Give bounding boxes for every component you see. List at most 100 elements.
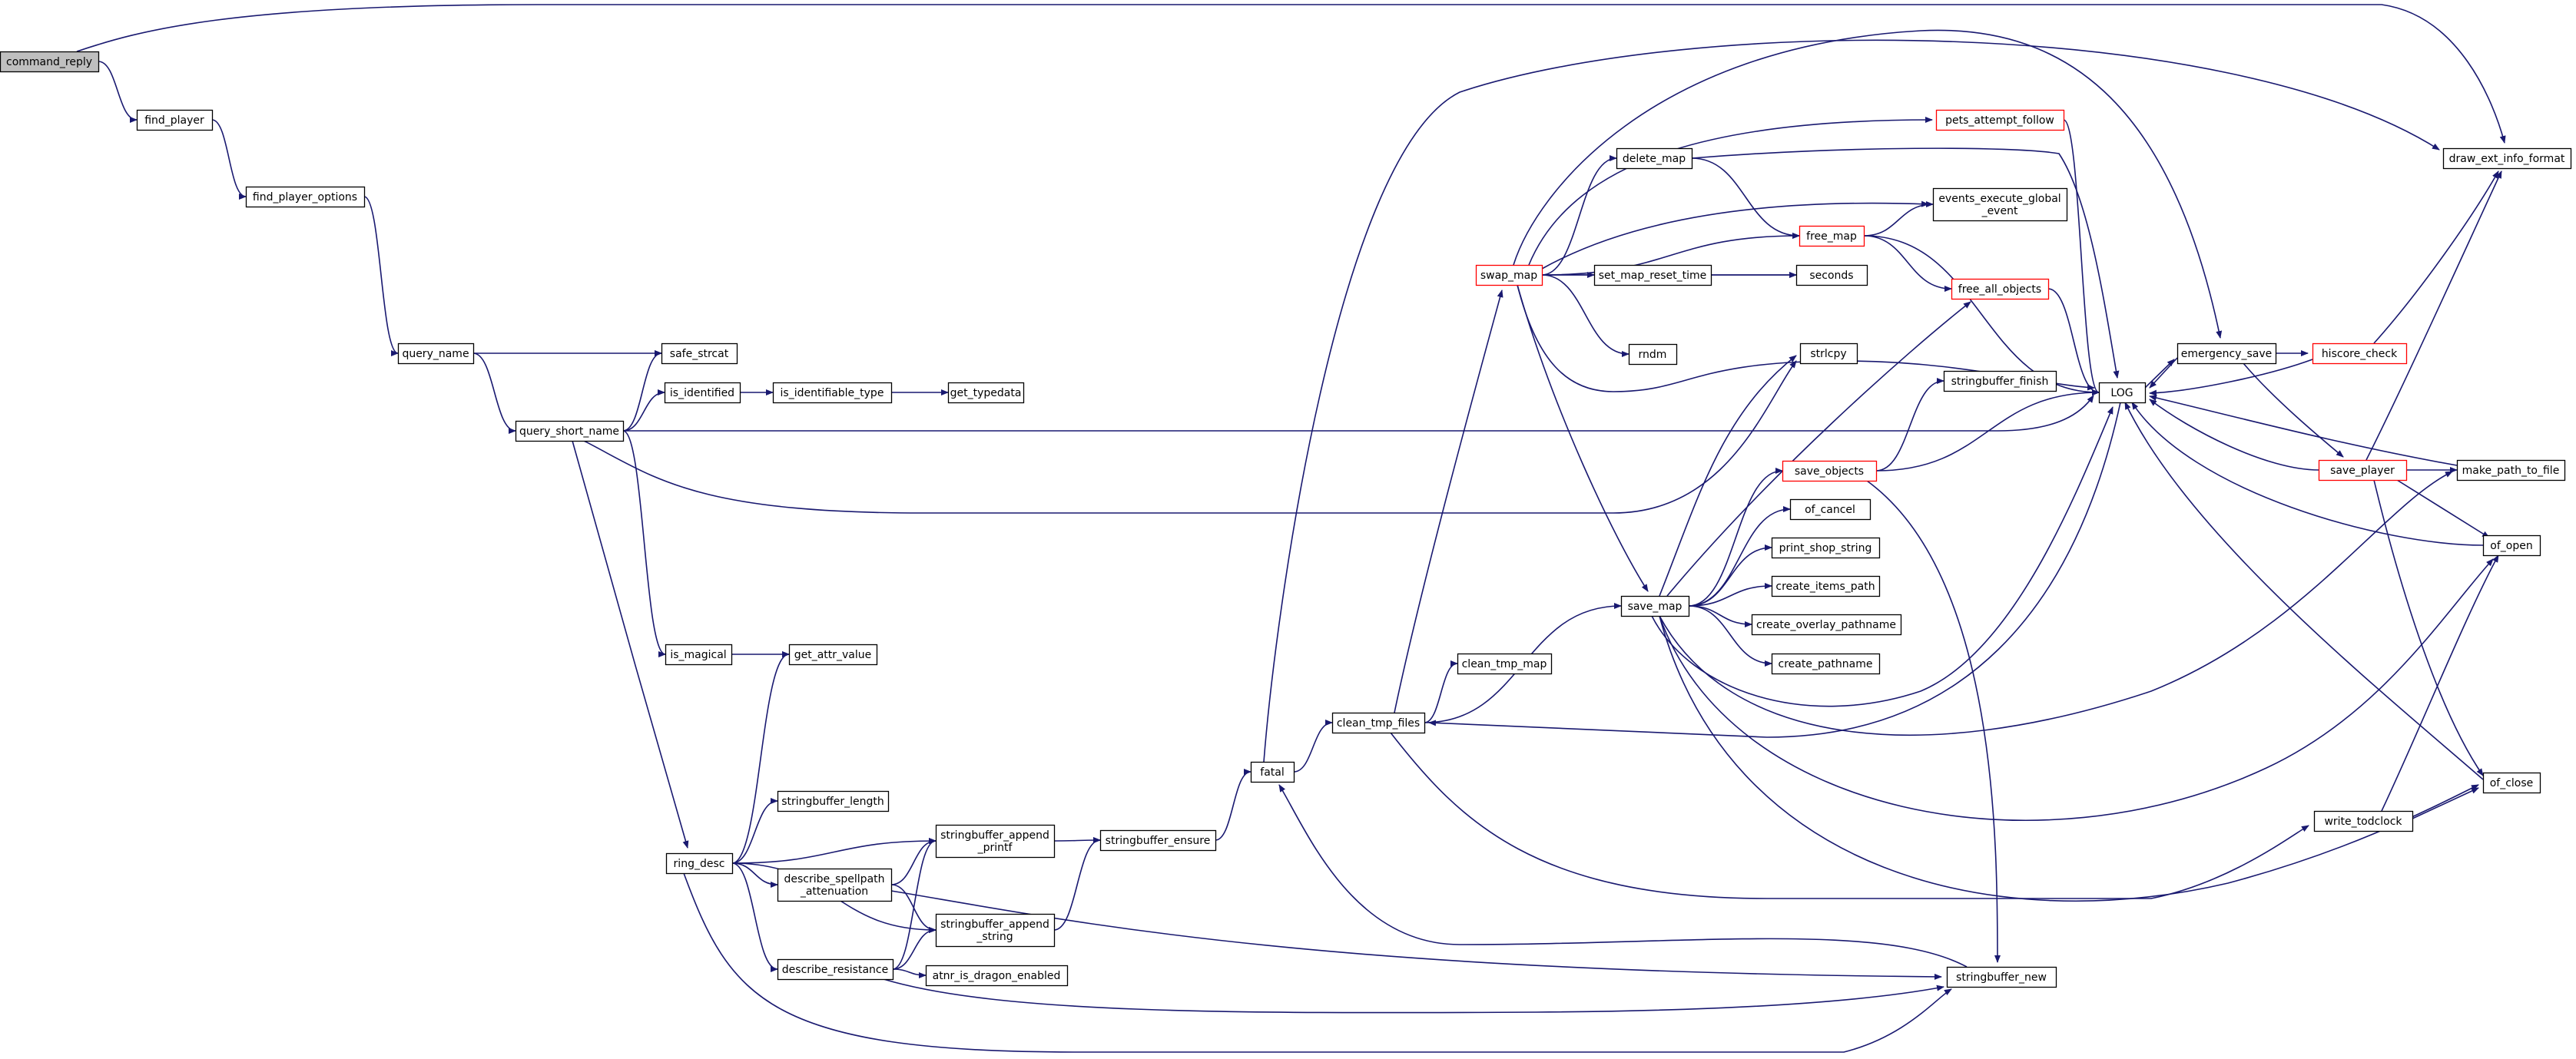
node-get-attr-value[interactable]: get_attr_value <box>788 644 878 666</box>
node-create-overlay-pathname[interactable]: create_overlay_pathname <box>1751 614 1902 636</box>
node-command-reply[interactable]: command_reply <box>0 51 100 73</box>
node-events-execute-global-event[interactable]: events_execute_global_event <box>1932 187 2068 222</box>
node-clean-tmp-files[interactable]: clean_tmp_files <box>1331 712 1426 734</box>
node-label: clean_tmp_map <box>1462 658 1547 670</box>
node-ring-desc[interactable]: ring_desc <box>665 852 734 875</box>
node-atnr-is-dragon-enabled[interactable]: atnr_is_dragon_enabled <box>925 965 1069 987</box>
node-fatal[interactable]: fatal <box>1250 761 1295 783</box>
node-label: safe_strcat <box>670 348 729 360</box>
node-stringbuffer-finish[interactable]: stringbuffer_finish <box>1943 370 2057 392</box>
edge-save-map-to-create-pathname <box>1688 605 1772 667</box>
node-box <box>2482 534 2541 557</box>
node-box <box>777 868 893 902</box>
node-print-shop-string[interactable]: print_shop_string <box>1771 537 1881 559</box>
node-find-player[interactable]: find_player <box>136 109 214 131</box>
edge-ring-desc-to-get-attr-value <box>731 651 790 864</box>
edge-stringbuffer-append-string-to-stringbuffer-ensure <box>1053 837 1101 931</box>
edge-query-short-name-to-ring-desc <box>572 440 689 849</box>
edge-swap-map-to-rndm <box>1541 274 1629 357</box>
edge-pets-attempt-follow-to-log <box>2063 119 2100 395</box>
node-box <box>0 51 100 73</box>
node-label: command_reply <box>6 56 92 68</box>
node-box <box>661 343 738 365</box>
node-box <box>2177 343 2277 365</box>
node-pets-attempt-follow[interactable]: pets_attempt_follow <box>1935 109 2065 131</box>
node-delete-map[interactable]: delete_map <box>1616 147 1693 170</box>
node-log[interactable]: LOG <box>2098 382 2147 404</box>
node-get-typedata[interactable]: get_typedata <box>947 382 1025 404</box>
edge-save-player-to-draw-ext-info-format <box>2365 170 2502 461</box>
node-strlcpy[interactable]: strlcpy <box>1799 343 1858 365</box>
node-find-player-options[interactable]: find_player_options <box>245 186 366 208</box>
edge-swap-map-to-events-execute-global-event <box>1541 200 1929 270</box>
node-write-todclock[interactable]: write_todclock <box>2313 810 2414 832</box>
node-stringbuffer-ensure[interactable]: stringbuffer_ensure <box>1099 829 1217 852</box>
node-hiscore-check[interactable]: hiscore_check <box>2312 343 2408 365</box>
node-describe-resistance[interactable]: describe_resistance <box>777 958 894 981</box>
node-create-items-path[interactable]: create_items_path <box>1771 575 1881 597</box>
node-stringbuffer-append-printf[interactable]: stringbuffer_append_printf <box>935 824 1056 859</box>
node-box <box>1935 109 2065 131</box>
node-swap-map[interactable]: swap_map <box>1475 264 1543 286</box>
node-save-objects[interactable]: save_objects <box>1782 460 1878 482</box>
node-label: stringbuffer_append <box>940 829 1049 842</box>
node-label: describe_spellpath <box>784 873 884 885</box>
node-of-close[interactable]: of_close <box>2482 772 2541 794</box>
node-is-identified[interactable]: is_identified <box>664 382 741 404</box>
node-label: query_name <box>402 348 469 360</box>
node-draw-ext-info-format[interactable]: draw_ext_info_format <box>2442 147 2572 170</box>
node-describe-spellpath-attenuation[interactable]: describe_spellpath_attenuation <box>777 868 893 902</box>
node-rndm[interactable]: rndm <box>1628 343 1678 366</box>
node-emergency-save[interactable]: emergency_save <box>2177 343 2277 365</box>
node-label: swap_map <box>1480 270 1537 282</box>
node-safe-strcat[interactable]: safe_strcat <box>661 343 738 365</box>
edge-query-short-name-to-is-magical <box>622 430 666 657</box>
node-make-path-to-file[interactable]: make_path_to_file <box>2456 459 2566 482</box>
node-stringbuffer-length[interactable]: stringbuffer_length <box>777 790 890 812</box>
node-is-magical[interactable]: is_magical <box>665 644 733 666</box>
edge-query-name-to-query-short-name <box>472 352 516 434</box>
edge-describe-spellpath-attenuation-to-stringbuffer-append-printf <box>890 838 937 885</box>
node-free-all-objects[interactable]: free_all_objects <box>1951 278 2050 300</box>
node-box <box>935 824 1056 859</box>
edge-save-map-to-free-all-objects <box>1666 301 1971 597</box>
node-seconds[interactable]: seconds <box>1795 264 1868 286</box>
node-save-player[interactable]: save_player <box>2318 459 2408 482</box>
node-of-cancel[interactable]: of_cancel <box>1789 498 1871 521</box>
edge-swap-map-to-pets-attempt-follow <box>1528 117 1933 266</box>
node-box <box>1771 653 1881 675</box>
node-create-pathname[interactable]: create_pathname <box>1771 653 1881 675</box>
node-label: of_open <box>2490 540 2532 552</box>
node-label: delete_map <box>1623 153 1686 165</box>
node-save-map[interactable]: save_map <box>1620 595 1690 617</box>
node-set-map-reset-time[interactable]: set_map_reset_time <box>1593 264 1712 286</box>
call-edges <box>76 4 2506 1053</box>
node-label: emergency_save <box>2181 348 2273 360</box>
node-stringbuffer-new[interactable]: stringbuffer_new <box>1946 966 2057 988</box>
node-query-short-name[interactable]: query_short_name <box>515 420 625 442</box>
node-box <box>1771 537 1881 559</box>
node-label: set_map_reset_time <box>1599 270 1707 282</box>
node-label: create_items_path <box>1775 581 1875 593</box>
node-label: of_close <box>2490 777 2534 789</box>
edge-save-player-to-log <box>2149 399 2319 471</box>
node-clean-tmp-map[interactable]: clean_tmp_map <box>1457 653 1553 675</box>
node-stringbuffer-append-string[interactable]: stringbuffer_append_string <box>935 913 1056 948</box>
node-free-map[interactable]: free_map <box>1799 225 1865 247</box>
node-box <box>2312 343 2408 365</box>
node-label: _printf <box>977 842 1013 854</box>
node-label: ring_desc <box>674 858 725 870</box>
edge-clean-tmp-files-to-swap-map <box>1394 290 1503 713</box>
node-box <box>1457 653 1553 675</box>
edge-save-map-to-make-path-to-file <box>1659 471 2453 736</box>
edge-swap-map-to-emergency-save <box>1513 29 2223 339</box>
node-box <box>1799 225 1865 247</box>
node-of-open[interactable]: of_open <box>2482 534 2541 557</box>
node-label: stringbuffer_finish <box>1951 376 2049 388</box>
node-is-identifiable-type[interactable]: is_identifiable_type <box>772 382 893 404</box>
edge-save-player-to-of-close <box>2373 479 2484 776</box>
node-query-name[interactable]: query_name <box>397 343 475 365</box>
edge-query-short-name-to-safe-strcat <box>622 350 662 432</box>
edge-save-objects-to-log <box>1875 389 2100 472</box>
